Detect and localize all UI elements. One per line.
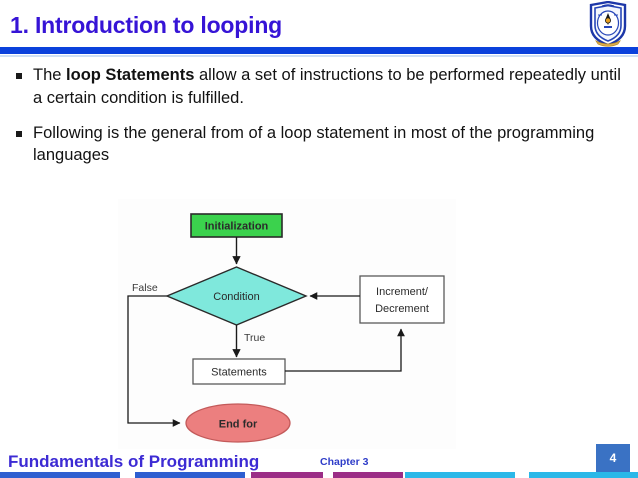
flowchart-node-initialization-label: Initialization xyxy=(205,221,269,233)
list-item: The loop Statements allow a set of instr… xyxy=(0,64,638,110)
edge-statements-to-increment xyxy=(285,328,405,372)
bullet-2-lead: Following is the general from of a loop … xyxy=(33,123,595,165)
flowchart-node-increment-decrement: Increment/ Decrement xyxy=(359,275,445,324)
university-crest-icon xyxy=(584,0,632,47)
title-underline-rule xyxy=(0,47,638,54)
footer-course-title: Fundamentals of Programming xyxy=(8,452,260,471)
flowchart-node-end-for-label: End for xyxy=(219,419,258,431)
color-bar-segment xyxy=(251,472,323,478)
color-bar-segment xyxy=(529,472,638,478)
footer-color-bar xyxy=(0,472,638,478)
bullet-1-strong: loop Statements xyxy=(66,66,195,84)
slide-number-badge: 4 xyxy=(596,444,630,472)
flowchart-node-end-for: End for xyxy=(185,403,291,443)
color-bar-segment xyxy=(0,472,120,478)
bullet-1-rest: allow a set of instructions to be perfor… xyxy=(33,66,621,107)
flowchart-node-statements-label: Statements xyxy=(211,367,267,379)
slide-footer: Fundamentals of Programming Chapter 3 4 xyxy=(0,444,638,478)
slide-body: The loop Statements allow a set of instr… xyxy=(0,64,638,179)
color-bar-segment xyxy=(405,472,515,478)
square-bullet-icon xyxy=(16,73,22,79)
color-bar-segment xyxy=(333,472,403,478)
flowchart-node-condition-label: Condition xyxy=(213,291,259,303)
color-bar-gap xyxy=(245,472,251,478)
color-bar-gap xyxy=(515,472,529,478)
slide-title-bar: 1. Introduction to looping xyxy=(0,0,638,57)
flowchart-node-initialization: Initialization xyxy=(190,213,283,238)
bullet-text-1: The loop Statements allow a set of instr… xyxy=(33,64,624,110)
flowchart-node-increment-label-line1: Increment/ xyxy=(376,286,429,298)
list-item: Following is the general from of a loop … xyxy=(0,122,638,168)
bullet-text-2: Following is the general from of a loop … xyxy=(33,122,624,168)
page-title: 1. Introduction to looping xyxy=(10,12,283,38)
loop-flowchart-figure: Initialization Condition False True Stat… xyxy=(118,199,456,449)
color-bar-gap xyxy=(120,472,135,478)
bullet-1-lead: The xyxy=(33,66,67,84)
edge-label-false: False xyxy=(132,282,158,294)
edge-condition-false-to-endfor xyxy=(127,295,181,427)
footer-chapter-label: Chapter 3 xyxy=(320,456,369,468)
color-bar-segment xyxy=(135,472,245,478)
title-underline-accent xyxy=(0,55,638,57)
flowchart-node-increment-label-line2: Decrement xyxy=(375,303,429,315)
color-bar-gap xyxy=(403,472,405,478)
edge-label-true: True xyxy=(244,332,265,344)
color-bar-gap xyxy=(323,472,333,478)
square-bullet-icon xyxy=(16,130,22,137)
flowchart-node-statements: Statements xyxy=(192,358,286,385)
